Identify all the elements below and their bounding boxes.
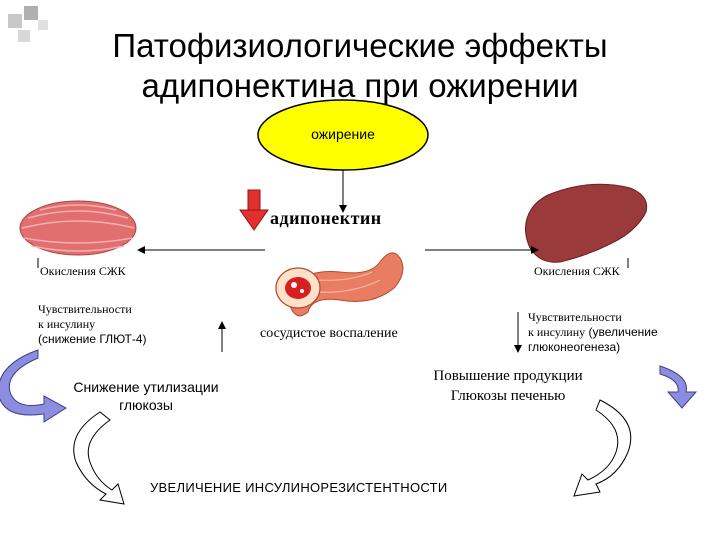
adiponectin-label: адипонектин	[270, 208, 382, 228]
left-sensitivity-line-2: к инсулину	[38, 317, 96, 331]
right-production-line-2: Глюкозы печенью	[450, 388, 566, 404]
right-sensitivity-line-1: Чувствительности	[528, 310, 622, 324]
left-sensitivity-block: Чувствительности к инсулину (снижение ГЛ…	[38, 302, 147, 347]
left-blue-arrow-icon	[0, 349, 67, 423]
muscle-icon	[19, 200, 137, 256]
right-blue-arrow-icon	[659, 365, 698, 409]
page-title: Патофизиологические эффекты адипонектина…	[60, 26, 660, 106]
blood-vessel-icon	[275, 252, 404, 317]
vascular-inflammation-label: сосудистое воспаление	[260, 326, 398, 341]
left-utilization-line-2: глюкозы	[119, 397, 173, 413]
title-line-2: адипонектина при ожирении	[141, 67, 579, 104]
left-sensitivity-line-3: (снижение ГЛЮТ-4)	[38, 332, 147, 346]
left-sensitivity-line-1: Чувствительности	[38, 302, 132, 316]
left-ffa-label: Окисления СЖК	[40, 264, 126, 278]
left-utilization-block: Снижение утилизации глюкозы	[54, 378, 238, 414]
right-sensitivity-line-2: к инсулину	[528, 325, 586, 339]
right-production-block: Повышение продукции Глюкозы печенью	[400, 366, 616, 406]
left-utilization-line-1: Снижение утилизации	[73, 379, 219, 395]
right-sensitivity-block: Чувствительности к инсулину (увеличение …	[528, 310, 700, 355]
obesity-label: ожирение	[311, 126, 375, 142]
right-white-arrow-icon	[573, 399, 632, 497]
right-production-line-1: Повышение продукции	[433, 368, 583, 384]
right-sensitivity-line-2b: (увеличение	[588, 325, 658, 339]
left-white-arrow-icon	[73, 411, 125, 505]
slide-decoration	[8, 6, 58, 50]
decrease-arrow-icon	[239, 189, 269, 231]
insulin-resistance-label: УВЕЛИЧЕНИЕ ИНСУЛИНОРЕЗИСТЕНТНОСТИ	[150, 480, 448, 495]
title-line-1: Патофизиологические эффекты	[112, 27, 608, 64]
right-sensitivity-line-3: глюконеогенеза)	[528, 340, 621, 354]
right-ffa-label: Окисления СЖК	[534, 264, 620, 278]
liver-icon	[525, 183, 648, 263]
